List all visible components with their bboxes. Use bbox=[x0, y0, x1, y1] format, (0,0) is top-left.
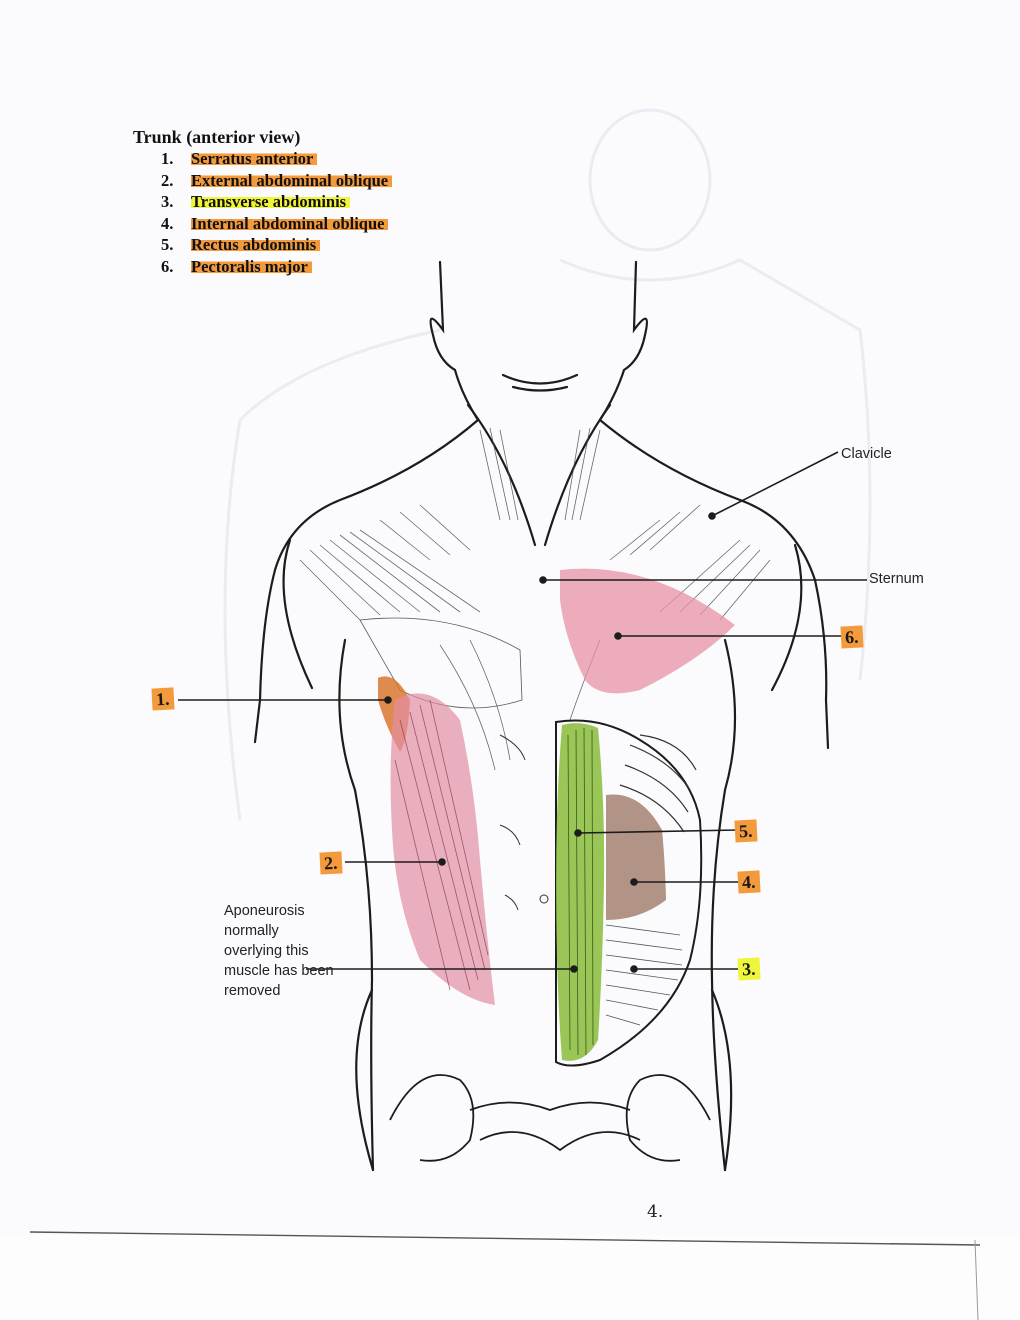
tag-1: 1. bbox=[151, 687, 175, 711]
bleed-through-figure bbox=[223, 108, 872, 821]
tag-6: 6. bbox=[840, 625, 864, 649]
tag-5: 5. bbox=[734, 819, 758, 843]
legend-item: 4. Internal abdominal oblique bbox=[161, 213, 392, 235]
external-oblique-hatching bbox=[394, 699, 489, 991]
abdominal-window-outline bbox=[555, 719, 703, 1067]
muscle-hatching bbox=[299, 427, 771, 771]
legend-item: 2. External abdominal oblique bbox=[161, 170, 393, 192]
torso-outline bbox=[253, 418, 830, 1172]
leader-lines bbox=[178, 451, 867, 973]
legend-item-name: Serratus anterior bbox=[191, 149, 318, 168]
pelvis bbox=[389, 1074, 711, 1162]
leader-dot-3 bbox=[630, 965, 638, 973]
leader-clavicle bbox=[711, 451, 839, 517]
legend-item-number: 5. bbox=[161, 235, 174, 254]
leader-dot-6 bbox=[614, 632, 622, 640]
rectus-abdominis-region bbox=[556, 723, 605, 1061]
leader-dot-aponeurosis bbox=[570, 965, 578, 973]
legend-item-name: Pectoralis major bbox=[191, 256, 312, 276]
external-oblique-region bbox=[390, 693, 495, 1005]
page-number: 4. bbox=[647, 1202, 664, 1222]
leader-dot-clavicle bbox=[708, 512, 716, 520]
leader-dot-5 bbox=[574, 829, 582, 837]
leader-dot-1 bbox=[384, 696, 392, 704]
abdomen-details bbox=[499, 734, 549, 911]
legend-item-number: 4. bbox=[161, 213, 174, 233]
rectus-abdominis-hatching bbox=[567, 727, 594, 1056]
legend-item-name: Transverse abdominis bbox=[191, 192, 351, 211]
head-neck-outline bbox=[429, 260, 649, 547]
legend-item-number: 2. bbox=[161, 170, 174, 190]
tag-2: 2. bbox=[319, 851, 343, 875]
transverse-abdominis-hatching bbox=[605, 924, 683, 1026]
ribs bbox=[619, 734, 697, 833]
legend-item-name: External abdominal oblique bbox=[191, 170, 393, 190]
legend-item: 6. Pectoralis major bbox=[161, 256, 392, 278]
legend-list: 1. Serratus anterior 2. External abdominal … bbox=[133, 148, 393, 278]
leader-dot-sternum bbox=[539, 576, 547, 584]
sternum-label: Sternum bbox=[869, 571, 924, 587]
legend-item-name: Rectus abdominis bbox=[191, 235, 321, 254]
paper-edge-line bbox=[974, 1239, 979, 1320]
legend-item-number: 6. bbox=[161, 256, 174, 276]
legend-block: Trunk (anterior view) 1. Serratus anterio… bbox=[133, 126, 393, 278]
pectoralis-major-region bbox=[560, 568, 735, 694]
legend-title: Trunk (anterior view) bbox=[133, 127, 301, 147]
page-margin-bottom bbox=[0, 1235, 1020, 1320]
legend-item-number: 3. bbox=[161, 192, 174, 211]
tag-4: 4. bbox=[737, 870, 761, 894]
tag-3: 3. bbox=[737, 957, 761, 981]
internal-oblique-region bbox=[606, 794, 666, 920]
leader-5 bbox=[577, 829, 739, 834]
legend-item-name: Internal abdominal oblique bbox=[191, 213, 389, 233]
clavicle-label: Clavicle bbox=[841, 446, 892, 462]
paper-fold-line bbox=[29, 1231, 981, 1246]
legend-item: 5. Rectus abdominis bbox=[161, 234, 392, 256]
aponeurosis-label: Aponeurosis normally overlying this musc… bbox=[224, 903, 334, 999]
leader-dot-2 bbox=[438, 858, 446, 866]
legend-item: 1. Serratus anterior bbox=[161, 148, 392, 170]
legend-item-number: 1. bbox=[161, 149, 174, 168]
legend-item: 3. Transverse abdominis bbox=[161, 191, 392, 213]
leader-dot-4 bbox=[630, 878, 638, 886]
